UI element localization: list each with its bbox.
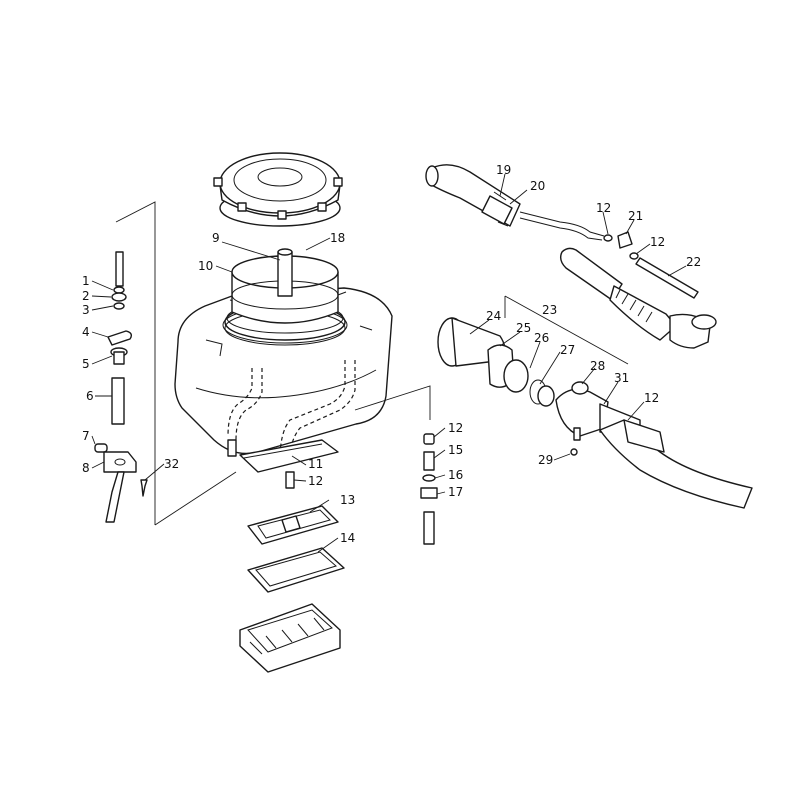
left-parts-column bbox=[94, 251, 148, 523]
callout-21: 21 bbox=[628, 209, 643, 223]
callout-17: 17 bbox=[448, 485, 463, 499]
outlet-flange bbox=[227, 439, 339, 489]
callout-10: 10 bbox=[198, 259, 213, 273]
callout-12-wand: 12 bbox=[596, 201, 611, 215]
pump-handle-assembly bbox=[437, 295, 753, 509]
callout-12-tank-bolt: 12 bbox=[308, 474, 323, 488]
callout-15: 15 bbox=[448, 443, 463, 457]
callout-18: 18 bbox=[330, 231, 345, 245]
callout-11: 11 bbox=[308, 457, 323, 471]
callout-26: 26 bbox=[534, 331, 549, 345]
callout-3: 3 bbox=[82, 303, 90, 317]
callout-29: 29 bbox=[538, 453, 553, 467]
tank-gaskets bbox=[239, 505, 345, 673]
spray-hose-assembly bbox=[425, 164, 717, 349]
callout-1: 1 bbox=[82, 274, 90, 288]
leader-lines bbox=[91, 173, 687, 553]
strainer-basket bbox=[231, 248, 339, 324]
callout-12-handle: 12 bbox=[644, 391, 659, 405]
callout-8: 8 bbox=[82, 461, 90, 475]
callout-24: 24 bbox=[486, 309, 501, 323]
callout-28: 28 bbox=[590, 359, 605, 373]
callout-16: 16 bbox=[448, 468, 463, 482]
callout-labels: 1 2 3 4 5 6 7 8 9 10 11 12 13 14 12 15 1… bbox=[82, 163, 701, 545]
callout-14: 14 bbox=[340, 531, 355, 545]
callout-25: 25 bbox=[516, 321, 531, 335]
callout-23: 23 bbox=[542, 303, 557, 317]
bracket-lines bbox=[115, 201, 431, 526]
callout-9: 9 bbox=[212, 231, 220, 245]
center-right-parts-column bbox=[420, 433, 438, 545]
callout-19: 19 bbox=[496, 163, 511, 177]
callout-7: 7 bbox=[82, 429, 90, 443]
callout-4: 4 bbox=[82, 325, 90, 339]
callout-20: 20 bbox=[530, 179, 545, 193]
tank-lid bbox=[213, 152, 343, 227]
callout-6: 6 bbox=[86, 389, 94, 403]
callout-12-nozzle: 12 bbox=[650, 235, 665, 249]
callout-5: 5 bbox=[82, 357, 90, 371]
callout-31: 31 bbox=[614, 371, 629, 385]
callout-22: 22 bbox=[686, 255, 701, 269]
callout-2: 2 bbox=[82, 289, 90, 303]
callout-13: 13 bbox=[340, 493, 355, 507]
callout-32: 32 bbox=[164, 457, 179, 471]
callout-12-column: 12 bbox=[448, 421, 463, 435]
callout-27: 27 bbox=[560, 343, 575, 357]
